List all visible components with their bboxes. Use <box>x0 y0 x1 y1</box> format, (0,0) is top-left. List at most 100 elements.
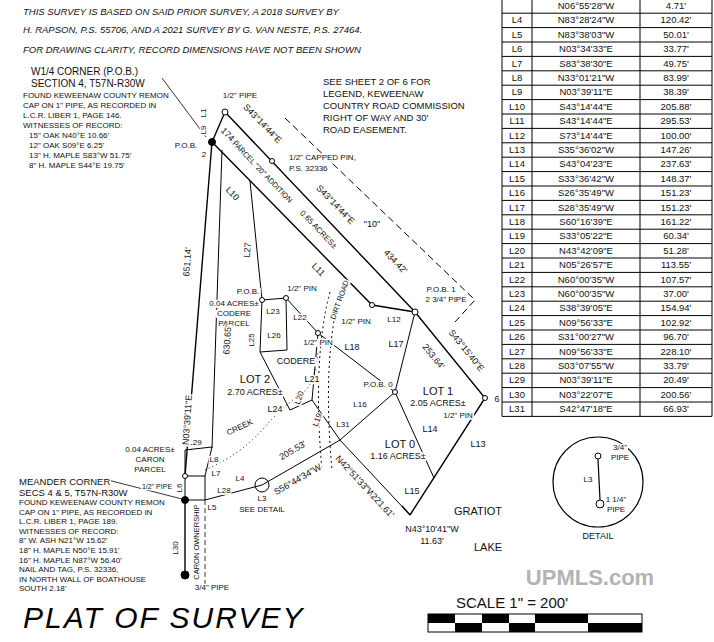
line-number: L28 <box>216 487 231 495</box>
table-cell: N33°01'21"W <box>557 73 616 83</box>
table-cell: N09°56'33"E <box>558 318 614 328</box>
line-number: L13 <box>469 440 486 449</box>
table-cell: N03°39'11"E <box>558 87 613 97</box>
table-cell: N43°42'09"E <box>558 246 614 256</box>
pob-label: P.O.B. 0 <box>362 381 393 389</box>
table-cell: 151.23' <box>660 203 693 213</box>
table-rule <box>502 358 712 359</box>
pob-number: 2 <box>201 151 207 159</box>
line-number: L31 <box>335 421 350 429</box>
corner-note: CAP ON 1" PIPE, AS RECORDED IN <box>22 102 157 110</box>
line-number: L24 <box>266 405 283 414</box>
distance-label: 434.42' <box>381 247 409 276</box>
pob-label: P.O.B. <box>236 288 261 296</box>
monument-label: 2 3/4" PIPE <box>424 296 467 304</box>
corner-note: CAP ON 1" PIPE, AS RECORDED IN <box>18 508 153 516</box>
table-cell: 107.57' <box>660 275 693 285</box>
line-number: L17 <box>387 340 404 349</box>
table-cell: L12 <box>508 131 526 141</box>
table-rule <box>502 42 712 43</box>
lake-name: GRATIOT <box>453 506 503 518</box>
corner-note: MEANDER CORNER <box>18 477 111 487</box>
table-cell: 60.34' <box>662 231 690 241</box>
table-cell: N60°00'35"W <box>557 275 616 285</box>
table-rule <box>502 272 712 273</box>
table-rule <box>502 214 712 215</box>
table-cell: N83°38'03"W <box>557 30 616 40</box>
lot-name: LOT 0 <box>384 439 416 451</box>
table-cell: 4.71' <box>665 1 687 11</box>
table-cell: 237.63' <box>660 159 693 169</box>
table-cell: L4 <box>511 15 524 25</box>
pob-label: P.O.B. 1 <box>425 286 456 294</box>
monument-symbol <box>284 296 289 301</box>
monument-symbol <box>183 474 188 479</box>
table-cell: S43°04'23"E <box>558 159 613 169</box>
table-rule <box>502 330 712 331</box>
table-grid <box>502 0 712 416</box>
corner-note: SECTION 4, T57N-R30W <box>30 79 146 90</box>
survey-note: FOR DRAWING CLARITY, RECORD DIMENSIONS H… <box>22 45 362 55</box>
line-number: L16 <box>352 401 367 409</box>
table-cell: S28°35'49"W <box>557 203 615 213</box>
table-cell: 151.23' <box>660 188 693 198</box>
line-number: L19 <box>311 411 324 428</box>
monument-label: 1/2" PIN <box>302 339 334 347</box>
table-cell: S60°16'39"E <box>558 217 613 227</box>
reference-note: RIGHT OF WAY AND 30' <box>322 113 429 123</box>
corner-note: L.C.R. LIBER 1, PAGE 146. <box>22 112 123 120</box>
scale-bar <box>428 614 642 632</box>
table-cell: S42°47'18"E <box>558 404 613 414</box>
area-label: 2.70 ACRES± <box>226 388 283 397</box>
pob-label: P.O.B. <box>174 142 199 150</box>
table-cell: 295.53' <box>660 116 693 126</box>
table-cell: 228.10' <box>660 347 693 357</box>
detail-line <box>598 459 600 500</box>
table-rule <box>502 373 712 374</box>
table-cell: L14 <box>508 159 526 169</box>
monument-symbol <box>412 309 418 315</box>
line-number: L7 <box>211 470 222 478</box>
table-rule <box>502 27 712 28</box>
detail-label: 3/4" <box>612 444 628 452</box>
area-label: 0.65 ACRES± <box>297 209 339 252</box>
line-number: L10 <box>223 185 242 204</box>
easement-line <box>285 118 475 322</box>
area-label: 2.05 ACRES± <box>409 399 466 408</box>
table-rule <box>502 85 712 86</box>
table-cell: 205.88' <box>660 102 693 112</box>
table-cell: S33°36'42"W <box>557 174 615 184</box>
table-rule <box>502 142 712 143</box>
corner-number: 6 <box>493 395 500 404</box>
table-cell: L15 <box>508 174 526 184</box>
line-number: L8 <box>209 456 220 464</box>
line-number: L23 <box>265 308 280 316</box>
parcel-label: CODERE <box>216 310 252 318</box>
table-rule <box>502 243 712 244</box>
table-cell: 102.92' <box>660 318 693 328</box>
reference-note: LEGEND, KEWEENAW <box>322 89 424 99</box>
detail-title: DETAIL <box>582 532 615 541</box>
table-rule <box>502 229 712 230</box>
table-rule <box>502 70 712 71</box>
plat-title: PLAT OF SURVEY <box>22 602 305 634</box>
table-cell: 66.93' <box>662 404 690 414</box>
table-cell: L9 <box>511 87 524 97</box>
table-rule <box>502 128 712 129</box>
detail-circle <box>553 437 643 527</box>
lake-name: LAKE <box>473 542 503 554</box>
table-cell: 83.99' <box>662 73 690 83</box>
table-cell: L16 <box>508 188 526 198</box>
detail-label: PIPE <box>606 506 626 514</box>
table-cell: 38.39' <box>662 87 690 97</box>
distance-label: 651.14' <box>182 246 194 278</box>
table-cell: L28 <box>508 361 526 371</box>
monument-symbol <box>182 497 189 504</box>
parcel-label: PARCEL <box>217 320 250 328</box>
table-rule <box>502 402 712 403</box>
table-cell: L22 <box>508 275 526 285</box>
lot-name: LOT 1 <box>422 386 454 398</box>
monument-label: 1/2" PIN <box>340 318 372 326</box>
witness-note: 13" H. MAPLE S83°W 51.75' <box>28 152 132 160</box>
table-cell: N03°39'11"E <box>558 375 613 385</box>
